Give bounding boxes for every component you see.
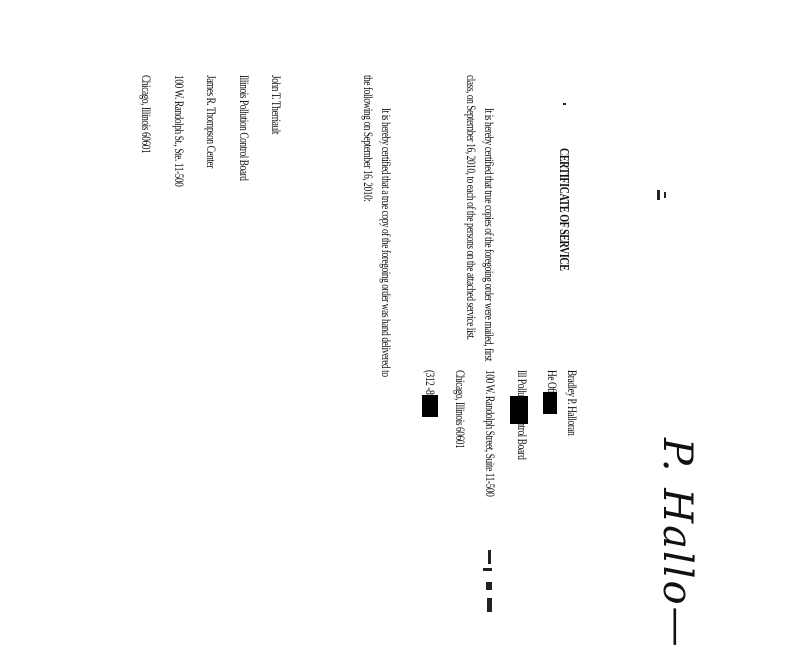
signer-city: Chicago, Illinois 60601: [453, 370, 468, 449]
scan-mark: [486, 582, 492, 590]
redaction-box: [543, 392, 557, 414]
scan-mark: [664, 192, 666, 198]
scan-mark: [563, 103, 566, 105]
recipient-name: John T. Therriault: [269, 75, 284, 135]
paragraph-1-line-1: It is hereby certified that true copies …: [482, 108, 497, 361]
paragraph-2-line-1: It is hereby certified that a true copy …: [379, 108, 394, 377]
scan-mark: [488, 550, 491, 564]
redaction-box: [510, 396, 528, 424]
scan-mark: [487, 598, 492, 612]
recipient-street: 100 W. Randolph St., Ste. 11-500: [172, 75, 187, 187]
paragraph-1-line-2: class, on September 16, 2010, to each of…: [464, 75, 479, 340]
recipient-city: Chicago, Illinois 60601: [139, 75, 154, 154]
scan-mark: [657, 190, 660, 200]
signer-street: 100 W. Randolph Street, Suite 11-500: [483, 370, 498, 497]
document-title: CERTIFICATE OF SERVICE: [556, 148, 571, 271]
recipient-building: James R. Thompson Center: [204, 75, 219, 168]
scan-mark: [483, 568, 492, 571]
scanned-page: CERTIFICATE OF SERVICE It is hereby cert…: [139, 75, 700, 649]
paragraph-2-line-2: the following on September 16, 2010:: [361, 75, 376, 202]
handwritten-signature: P. Hallo—: [654, 438, 700, 649]
redaction-box: [422, 395, 438, 417]
recipient-org: Illinois Pollution Control Board: [237, 75, 252, 181]
signer-name: Bradley P. Halloran: [565, 370, 580, 436]
